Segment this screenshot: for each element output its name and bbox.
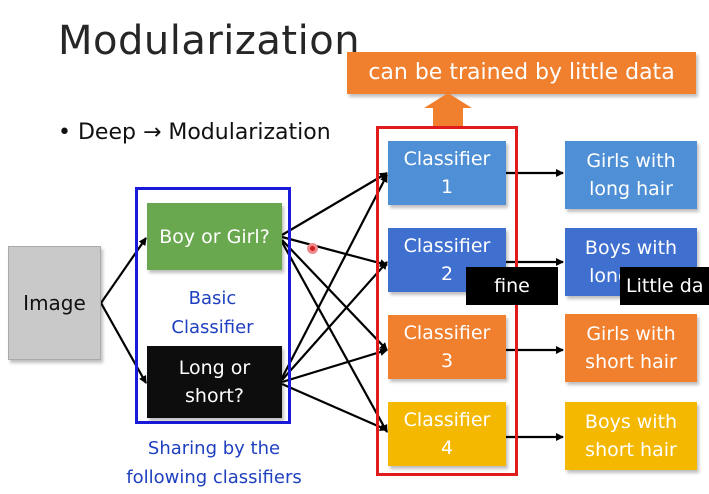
- classifier-1: Classifier 1: [388, 141, 506, 205]
- classifier-3: Classifier 3: [388, 315, 506, 379]
- arrow-longshort-to-c3: [281, 348, 388, 384]
- basic-classifier-label: Basic Classifier: [171, 288, 254, 338]
- laser-pointer-dot: [307, 243, 318, 254]
- output-boys-short-hair: Boys with short hair: [565, 402, 697, 470]
- up-arrow-icon: [424, 93, 472, 128]
- arrow-image-to-boy-girl: [100, 237, 147, 304]
- slide-title: Modularization: [58, 18, 361, 64]
- caption-fine: fine: [466, 267, 558, 305]
- arrow-boygirl-to-c4: [281, 241, 388, 433]
- output-girls-long-hair: Girls with long hair: [565, 141, 697, 209]
- bullet-point: • Deep → Modularization: [58, 120, 331, 145]
- sharing-label: Sharing by the following classifiers: [126, 438, 302, 488]
- arrow-boygirl-to-c2: [281, 235, 388, 268]
- arrow-boygirl-to-c3: [281, 239, 388, 351]
- arrow-longshort-to-c1: [281, 174, 388, 379]
- input-image-box: Image: [8, 246, 101, 360]
- basic-classifier-frame: [135, 187, 291, 424]
- arrow-boygirl-to-c1: [281, 172, 388, 236]
- output-girls-short-hair: Girls with short hair: [565, 314, 697, 382]
- caption-little-data: Little da: [620, 267, 709, 305]
- arrow-image-to-long-short: [100, 302, 147, 384]
- classifier-4: Classifier 4: [388, 402, 506, 466]
- little-data-banner: can be trained by little data: [347, 52, 696, 94]
- arrow-longshort-to-c2: [281, 261, 388, 381]
- long-or-short-classifier: Long or short?: [147, 346, 282, 418]
- arrow-longshort-to-c4: [281, 382, 388, 432]
- boy-or-girl-classifier: Boy or Girl?: [147, 203, 282, 270]
